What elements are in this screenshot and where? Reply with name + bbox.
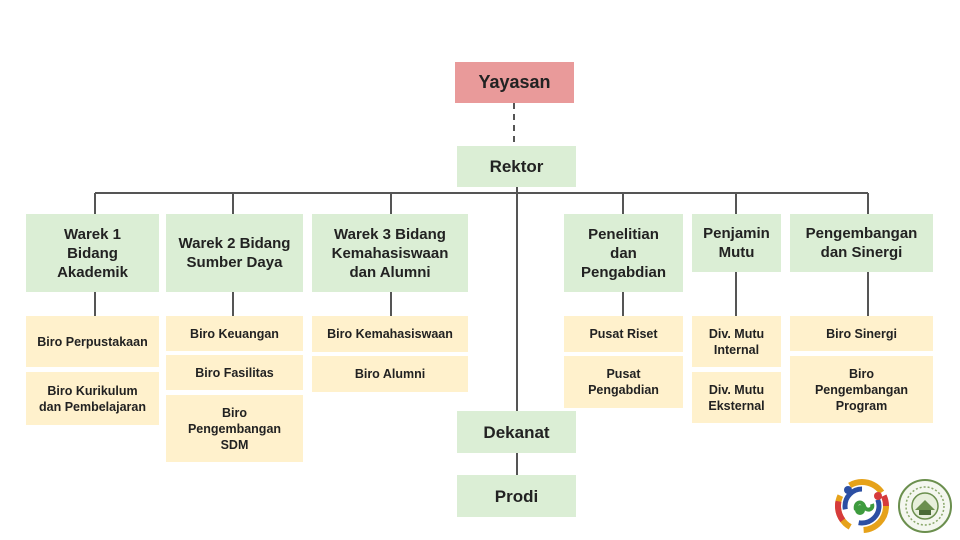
unit-box-penelitian: Penelitian dan Pengabdian xyxy=(564,214,683,292)
unit-box-penjamin-mutu: Penjamin Mutu xyxy=(692,214,781,272)
sub-box-div-mutu-internal: Div. Mutu Internal xyxy=(692,316,781,367)
sub-box-biro-perpustakaan: Biro Perpustakaan xyxy=(26,316,159,367)
sub-box-biro-kemahasiswaan: Biro Kemahasiswaan xyxy=(312,316,468,352)
sub-box-biro-pengembangan-sdm: Biro Pengembangan SDM xyxy=(166,395,303,462)
sub-box-biro-pengembangan-program: Biro Pengembangan Program xyxy=(790,356,933,423)
unit-box-warek-2: Warek 2 Bidang Sumber Daya xyxy=(166,214,303,292)
sub-box-biro-keuangan: Biro Keuangan xyxy=(166,316,303,351)
unit-box-warek-3: Warek 3 Bidang Kemahasiswaan dan Alumni xyxy=(312,214,468,292)
yayasan-box: Yayasan xyxy=(455,62,574,103)
institution-logo xyxy=(835,479,889,533)
sub-box-pusat-riset: Pusat Riset xyxy=(564,316,683,352)
dekanat-box: Dekanat xyxy=(457,411,576,453)
sub-box-pusat-pengabdian: Pusat Pengabdian xyxy=(564,356,683,408)
sub-box-biro-kurikulum: Biro Kurikulum dan Pembelajaran xyxy=(26,372,159,425)
rektor-box: Rektor xyxy=(457,146,576,187)
unit-box-pengembangan-sinergi: Pengembangan dan Sinergi xyxy=(790,214,933,272)
sub-box-div-mutu-eksternal: Div. Mutu Eksternal xyxy=(692,372,781,423)
prodi-box: Prodi xyxy=(457,475,576,517)
unit-box-warek-1: Warek 1 Bidang Akademik xyxy=(26,214,159,292)
sub-box-biro-fasilitas: Biro Fasilitas xyxy=(166,355,303,390)
university-seal xyxy=(898,479,952,533)
sub-box-biro-sinergi: Biro Sinergi xyxy=(790,316,933,351)
sub-box-biro-alumni: Biro Alumni xyxy=(312,356,468,392)
